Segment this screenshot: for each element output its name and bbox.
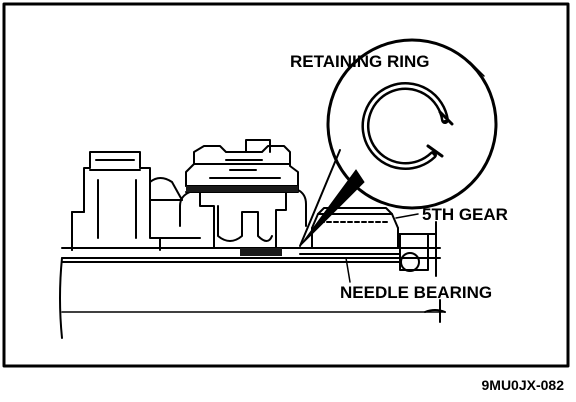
detail-leader-cone <box>299 169 365 247</box>
leader-retaining-ring <box>469 61 485 77</box>
gear-section-shade <box>240 248 282 256</box>
figure-frame <box>2 2 570 368</box>
retaining-ring-detail <box>299 38 498 247</box>
label-5th-gear: 5TH GEAR <box>422 205 508 224</box>
label-retaining-ring: RETAINING RING <box>290 52 429 71</box>
leader-needle-bearing <box>345 257 351 283</box>
transmission-assembly <box>59 139 446 339</box>
magnifier-circle <box>326 38 498 210</box>
bushing-shade <box>186 186 298 192</box>
figure-code: 9MU0JX-082 <box>482 377 565 393</box>
label-needle-bearing: NEEDLE BEARING <box>340 283 492 302</box>
leader-5th-gear <box>395 213 419 219</box>
